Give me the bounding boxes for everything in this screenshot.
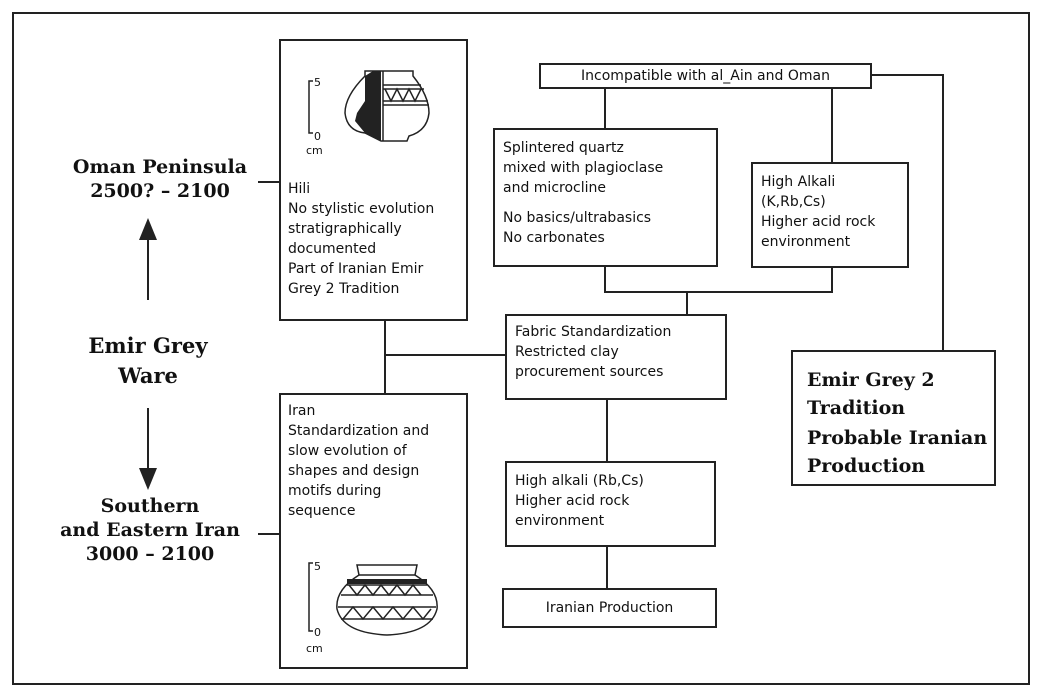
iranian-production-box: Iranian Production (502, 588, 717, 628)
high-alkali-2-box: High alkali (Rb,Cs) Higher acid rock env… (505, 461, 716, 547)
high-alkali-box: High Alkali (K,Rb,Cs) Higher acid rock e… (751, 162, 909, 268)
incompatible-box: Incompatible with al_Ain and Oman (539, 63, 872, 89)
iran-scale-top: 5 (314, 560, 321, 573)
emir-grey-ware-label: Emir Grey Ware (88, 333, 208, 388)
iran-text: Iran Standardization and slow evolution … (288, 403, 430, 519)
incompatible-to-emir2 (871, 74, 944, 350)
iran-scale-unit: cm (306, 642, 323, 655)
arrow-up-head (139, 218, 157, 240)
hili-scale-top: 5 (314, 76, 321, 89)
hili-text: Hili No stylistic evolution stratigraphi… (288, 181, 435, 297)
quartz-box: Splintered quartz mixed with plagioclase… (493, 128, 718, 267)
emir-grey-2-box: Emir Grey 2 Tradition Probable Iranian P… (791, 350, 996, 486)
hili-scale-bottom: 0 (314, 130, 321, 143)
iran-box: Iran Standardization and slow evolution … (279, 393, 468, 669)
southern-iran-label: Southern and Eastern Iran 3000 – 2100 (60, 495, 240, 565)
figure-frame (12, 12, 1030, 685)
iran-vessel-drawing (308, 562, 438, 636)
arrow-down-head (139, 468, 157, 490)
hili-box: 5 0 cm Hili No stylistic evolution strat… (279, 39, 468, 321)
hili-scale-unit: cm (306, 144, 323, 157)
quartz-alkali-merge (604, 265, 833, 293)
fabric-box: Fabric Standardization Restricted clay p… (505, 314, 727, 400)
iran-scale-bottom: 0 (314, 626, 321, 639)
oman-peninsula-label: Oman Peninsula 2500? – 2100 (72, 156, 248, 202)
hili-vessel-drawing (308, 70, 430, 142)
